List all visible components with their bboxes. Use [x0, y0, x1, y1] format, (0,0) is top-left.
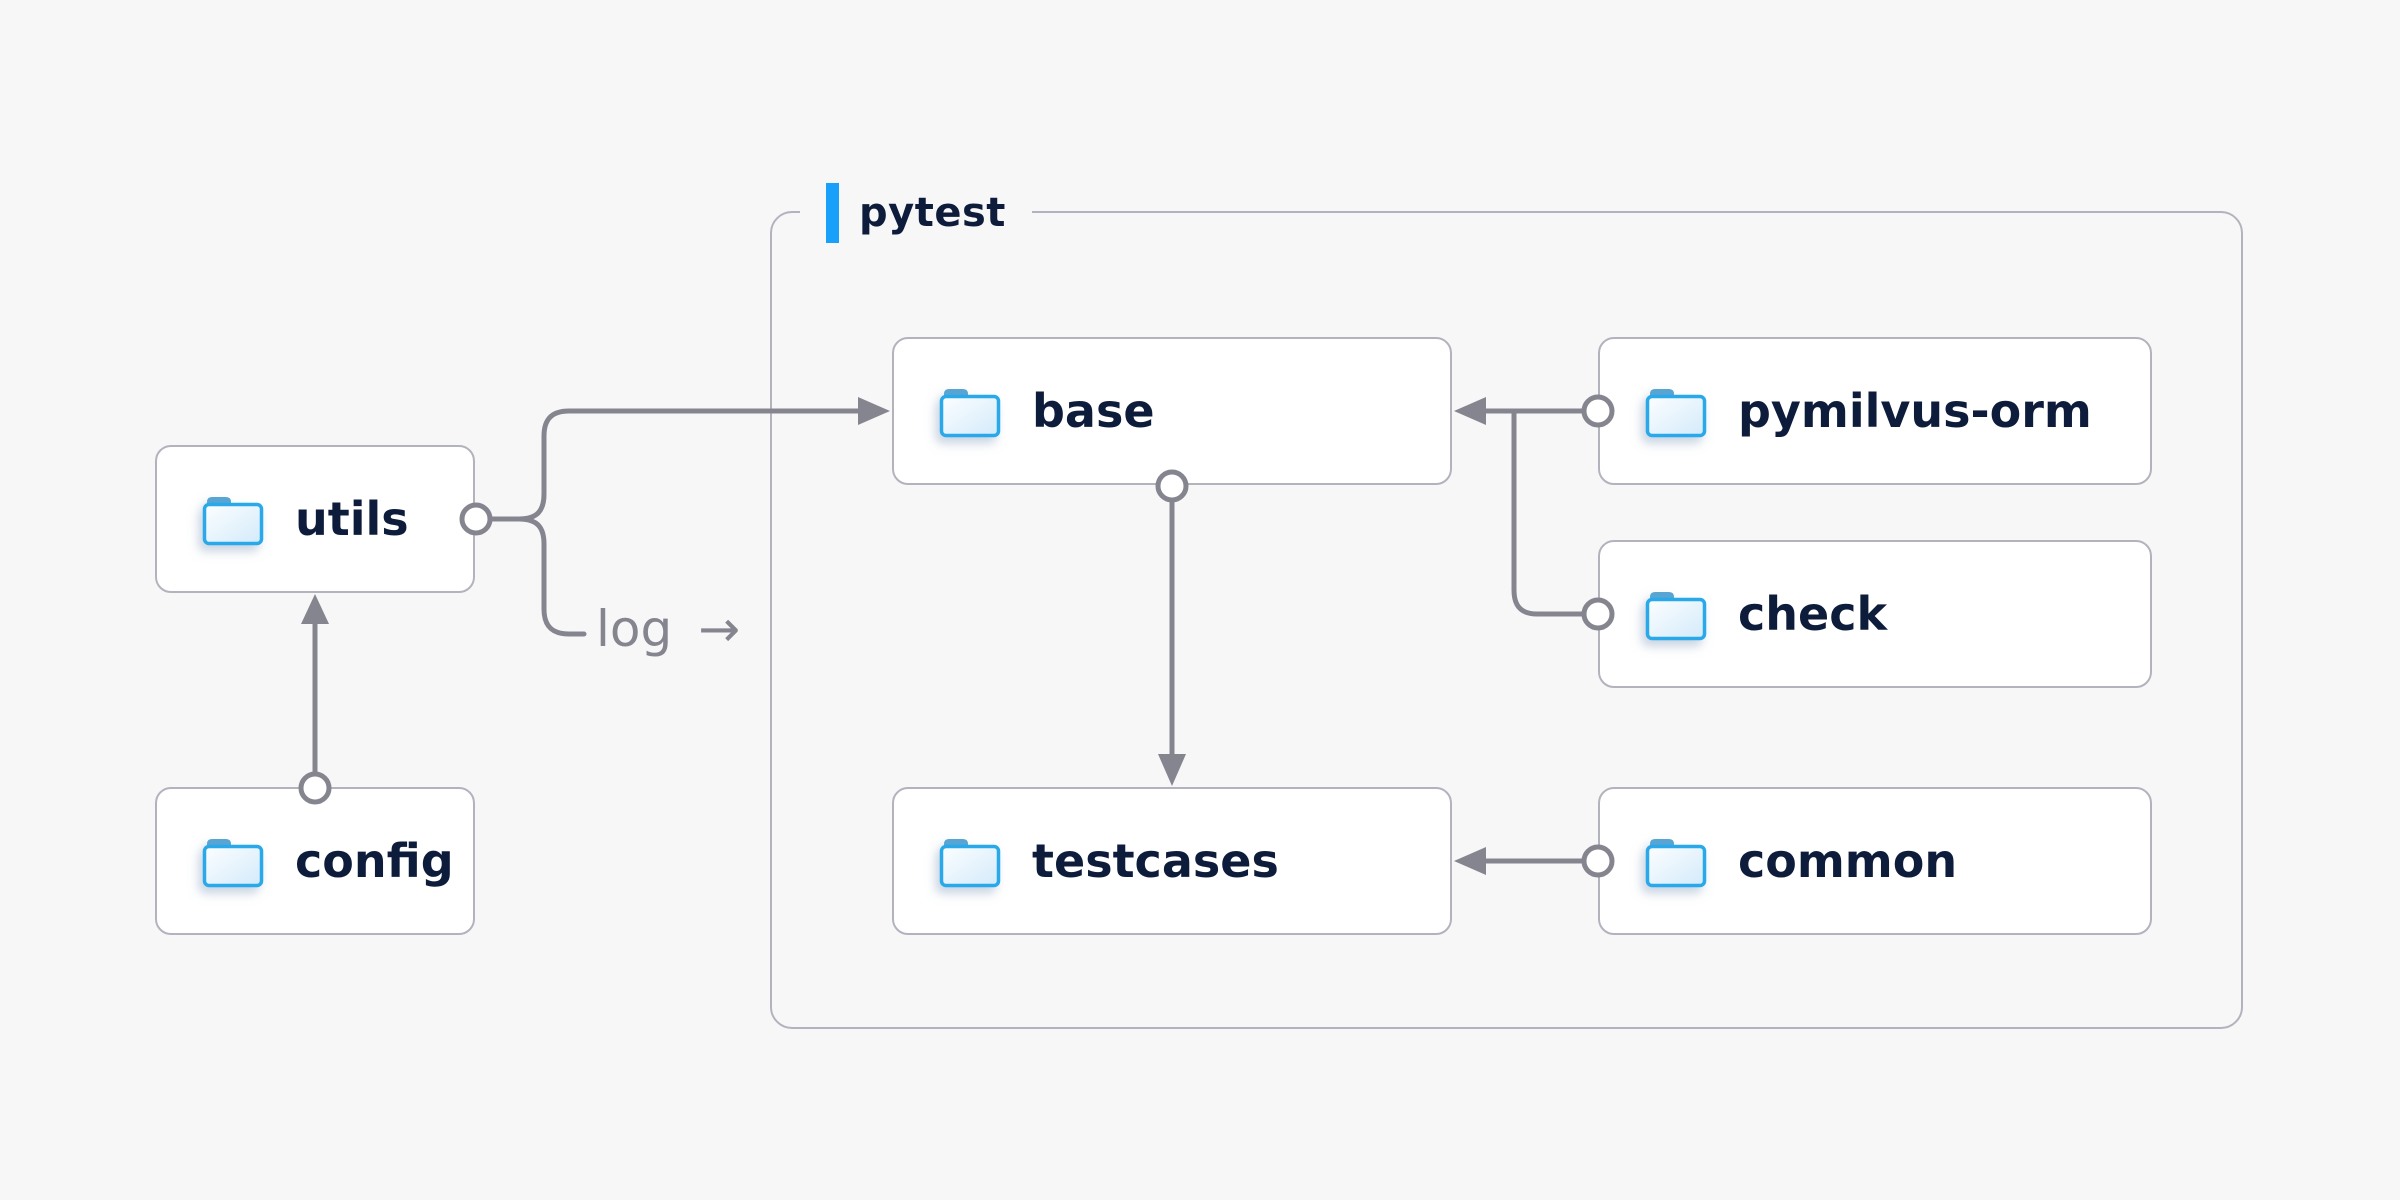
group-pytest	[770, 211, 2243, 1029]
folder-icon	[1645, 838, 1707, 887]
folder-icon	[939, 838, 1001, 887]
folder-icon	[1645, 388, 1707, 437]
group-title: pytest	[859, 190, 1006, 236]
edge-label-log: log →	[596, 600, 740, 658]
node-label-base: base	[1032, 384, 1155, 438]
node-base: base	[892, 337, 1452, 485]
edge-label-text: log	[596, 600, 673, 658]
node-label-pymilvus-orm: pymilvus-orm	[1738, 384, 2092, 438]
accent-bar	[826, 183, 839, 243]
right-arrow-icon: →	[698, 600, 741, 658]
folder-icon	[202, 838, 264, 887]
folder-icon	[939, 388, 1001, 437]
node-common: common	[1598, 787, 2152, 935]
node-label-testcases: testcases	[1032, 834, 1279, 888]
node-testcases: testcases	[892, 787, 1452, 935]
edge-config-to-utils	[298, 594, 332, 805]
node-pymilvus-orm: pymilvus-orm	[1598, 337, 2152, 485]
edge-utils-log-branch	[516, 516, 587, 637]
group-pytest-label: pytest	[800, 182, 1032, 244]
node-label-common: common	[1738, 834, 1958, 888]
folder-icon	[202, 496, 264, 545]
node-utils: utils	[155, 445, 475, 593]
node-label-utils: utils	[295, 492, 409, 546]
node-label-check: check	[1738, 587, 1888, 641]
node-config: config	[155, 787, 475, 935]
node-label-config: config	[295, 834, 454, 888]
folder-icon	[1645, 591, 1707, 640]
node-check: check	[1598, 540, 2152, 688]
